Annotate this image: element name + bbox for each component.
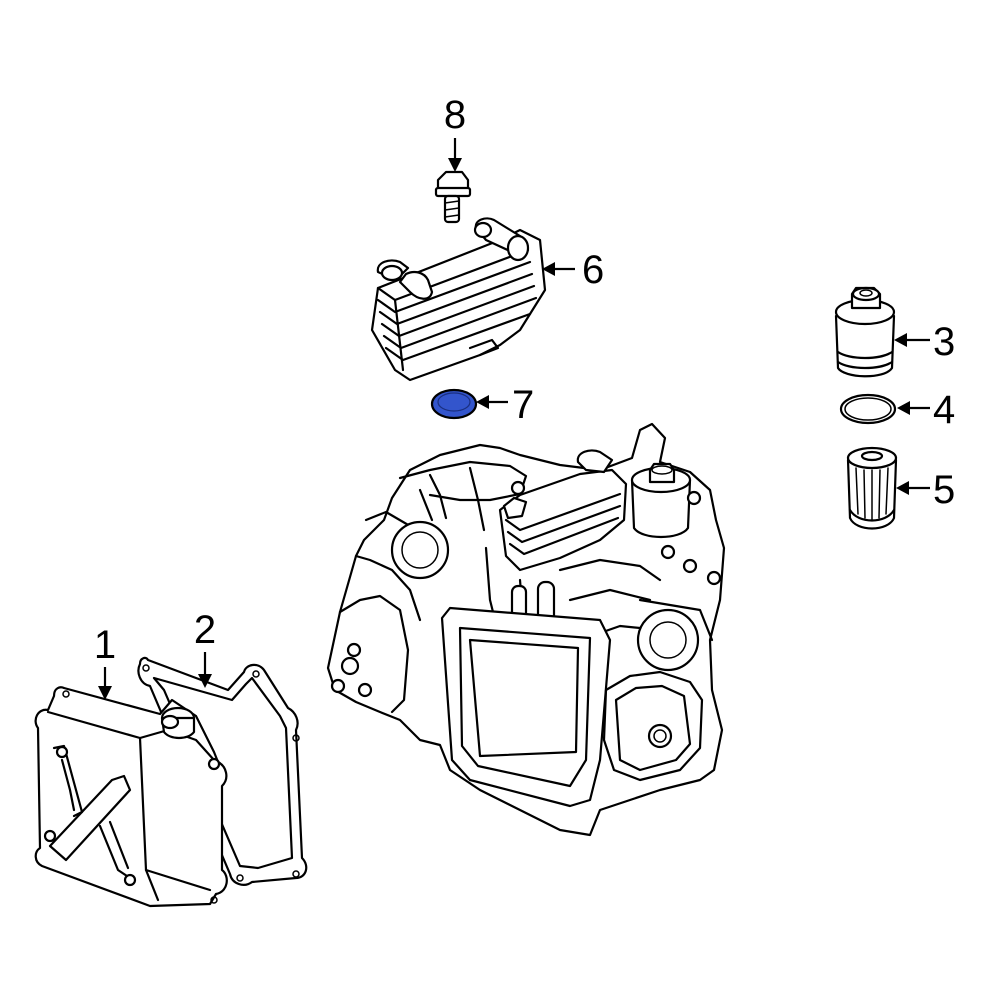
callout-7-label: 7 [512, 383, 534, 427]
callout-6: 6 [542, 248, 604, 292]
part-7-seal[interactable] [430, 388, 478, 420]
callout-4: 4 [897, 388, 955, 432]
part-5-filter-element[interactable] [846, 446, 898, 530]
transmission-assembly [326, 422, 726, 837]
callout-8: 8 [444, 93, 466, 172]
callout-8-label: 8 [444, 93, 466, 137]
callout-2: 2 [194, 608, 216, 688]
callout-3-label: 3 [933, 320, 955, 364]
part-1-oil-pan[interactable] [34, 686, 228, 908]
callout-1-label: 1 [94, 623, 116, 667]
callout-3: 3 [894, 320, 955, 364]
callout-7: 7 [476, 383, 534, 427]
part-6-oil-cooler[interactable] [370, 217, 547, 382]
callout-6-label: 6 [582, 248, 604, 292]
part-8-bolt[interactable] [434, 170, 472, 224]
callout-4-label: 4 [933, 388, 955, 432]
callout-2-label: 2 [194, 608, 216, 652]
callout-5-label: 5 [933, 468, 955, 512]
callout-5: 5 [896, 468, 955, 512]
part-3-filter-cap[interactable] [834, 286, 896, 378]
part-4-o-ring[interactable] [839, 393, 897, 425]
callout-1: 1 [94, 623, 116, 700]
